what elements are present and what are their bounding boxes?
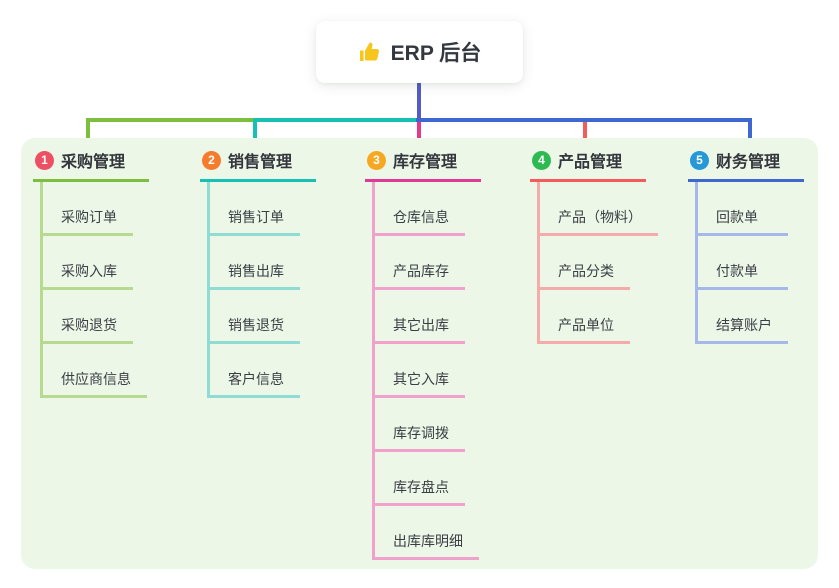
connector-drop-product-line [583, 121, 587, 147]
child-node[interactable]: 出库库明细 [375, 506, 479, 560]
connector-drop-purchase-line [86, 118, 90, 147]
branches-panel [21, 138, 818, 569]
branch-sales-children: 销售订单 销售出库 销售退货 客户信息 [207, 182, 300, 398]
child-node[interactable]: 销售订单 [210, 182, 300, 236]
child-node[interactable]: 结算账户 [698, 290, 788, 344]
child-node[interactable]: 销售退货 [210, 290, 300, 344]
branch-product-children: 产品（物料） 产品分类 产品单位 [537, 182, 658, 344]
child-node[interactable]: 回款单 [698, 182, 788, 236]
branch-product-header[interactable]: 4 产品管理 [530, 146, 647, 182]
child-node[interactable]: 销售出库 [210, 236, 300, 290]
branch-purchase-children: 采购订单 采购入库 采购退货 供应商信息 [40, 182, 147, 398]
branch-label: 库存管理 [393, 154, 458, 171]
child-node[interactable]: 产品（物料） [540, 182, 658, 236]
connector-drop-finance-line [748, 118, 752, 147]
child-node[interactable]: 付款单 [698, 236, 788, 290]
child-node[interactable]: 供应商信息 [43, 344, 147, 398]
branch-inventory-children: 仓库信息 产品库存 其它出库 其它入库 库存调拨 库存盘点 出库库明细 [372, 182, 479, 560]
branch-label: 财务管理 [716, 154, 781, 171]
branch-number-badge: 5 [690, 150, 709, 170]
branch-sales: 2 销售管理 销售订单 销售出库 销售退货 客户信息 [200, 146, 317, 398]
branch-purchase-header[interactable]: 1 采购管理 [33, 146, 150, 182]
branch-inventory-header[interactable]: 3 库存管理 [365, 146, 482, 182]
branch-sales-header[interactable]: 2 销售管理 [200, 146, 317, 182]
connector-root-line [417, 83, 421, 120]
child-node[interactable]: 其它出库 [375, 290, 465, 344]
child-node[interactable]: 其它入库 [375, 344, 465, 398]
child-node[interactable]: 采购订单 [43, 182, 133, 236]
child-node[interactable]: 产品库存 [375, 236, 465, 290]
branch-purchase: 1 采购管理 采购订单 采购入库 采购退货 供应商信息 [33, 146, 150, 398]
root-node-label: ERP 后台 [390, 42, 482, 65]
branch-inventory: 3 库存管理 仓库信息 产品库存 其它出库 其它入库 库存调拨 库存盘点 出库库… [365, 146, 482, 560]
root-node[interactable]: ERP 后台 [316, 21, 523, 83]
branch-label: 采购管理 [61, 154, 126, 171]
child-node[interactable]: 产品单位 [540, 290, 630, 344]
child-node[interactable]: 仓库信息 [375, 182, 465, 236]
child-node[interactable]: 采购入库 [43, 236, 133, 290]
child-node[interactable]: 库存调拨 [375, 398, 465, 452]
child-node[interactable]: 库存盘点 [375, 452, 465, 506]
branch-label: 产品管理 [558, 154, 623, 171]
branch-number-badge: 3 [367, 150, 386, 170]
child-node[interactable]: 采购退货 [43, 290, 133, 344]
branch-product: 4 产品管理 产品（物料） 产品分类 产品单位 [530, 146, 658, 344]
branch-finance: 5 财务管理 回款单 付款单 结算账户 [688, 146, 805, 344]
connector-bus-green-segment [86, 118, 257, 122]
branch-finance-header[interactable]: 5 财务管理 [688, 146, 805, 182]
branch-number-badge: 2 [202, 150, 221, 170]
branch-finance-children: 回款单 付款单 结算账户 [695, 182, 788, 344]
child-node[interactable]: 产品分类 [540, 236, 630, 290]
connector-bus-teal-segment [253, 118, 420, 122]
child-node[interactable]: 客户信息 [210, 344, 300, 398]
branch-label: 销售管理 [228, 154, 293, 171]
branch-number-badge: 1 [35, 150, 54, 170]
connector-bus-blue-segment [416, 118, 752, 122]
branch-number-badge: 4 [532, 150, 551, 170]
thumbs-up-icon [358, 40, 382, 64]
connector-drop-sales-line [253, 118, 257, 147]
connector-drop-inventory-line [417, 121, 421, 147]
